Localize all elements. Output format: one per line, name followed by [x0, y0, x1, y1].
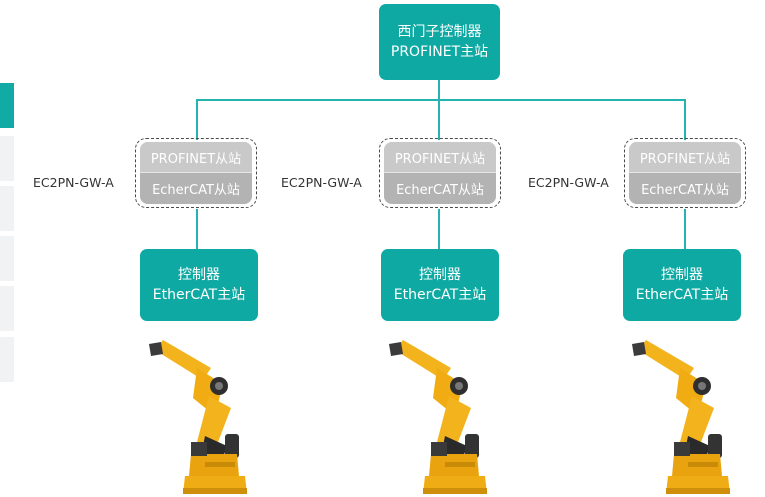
controller-title: 控制器	[419, 267, 461, 283]
master-title: 西门子控制器	[397, 24, 482, 40]
bus-line	[196, 99, 686, 101]
side-tab-active[interactable]	[0, 83, 14, 128]
profinet-master-node: 西门子控制器 PROFINET主站	[379, 4, 500, 80]
controller-subtitle: EtherCAT主站	[393, 287, 487, 303]
gateway-ethercat-slave: EcherCAT从站	[384, 172, 496, 204]
controller-title: 控制器	[661, 267, 703, 283]
gateway-model-label: EC2PN-GW-A	[33, 175, 114, 190]
side-tab[interactable]	[0, 286, 14, 331]
controller-node: 控制器 EtherCAT主站	[623, 249, 741, 321]
side-tab[interactable]	[0, 136, 14, 181]
master-subtitle: PROFINET主站	[390, 44, 489, 60]
gateway-node: PROFINET从站 EcherCAT从站	[624, 138, 746, 208]
drop-line-2	[438, 99, 440, 140]
gateway-node: PROFINET从站 EcherCAT从站	[379, 138, 501, 208]
robot-arm-icon	[149, 340, 247, 494]
gateway-ethercat-slave: EcherCAT从站	[629, 172, 741, 204]
gateway-profinet-slave: PROFINET从站	[384, 142, 496, 173]
gateway-model-label: EC2PN-GW-A	[528, 175, 609, 190]
gateway-node: PROFINET从站 EcherCAT从站	[135, 138, 257, 208]
robot-arm-icon	[632, 340, 730, 494]
drop-line-1	[196, 99, 198, 140]
gateway-profinet-slave: PROFINET从站	[140, 142, 252, 173]
link-line-1	[196, 209, 198, 250]
controller-title: 控制器	[178, 267, 220, 283]
side-tab[interactable]	[0, 186, 14, 231]
controller-subtitle: EtherCAT主站	[635, 287, 729, 303]
controller-node: 控制器 EtherCAT主站	[140, 249, 258, 321]
robot-arm-icon	[389, 340, 487, 494]
link-line-2	[438, 209, 440, 250]
controller-subtitle: EtherCAT主站	[152, 287, 246, 303]
gateway-profinet-slave: PROFINET从站	[629, 142, 741, 173]
side-tab[interactable]	[0, 337, 14, 382]
drop-line-3	[684, 99, 686, 140]
link-line-3	[684, 209, 686, 250]
gateway-ethercat-slave: EcherCAT从站	[140, 172, 252, 204]
controller-node: 控制器 EtherCAT主站	[381, 249, 499, 321]
gateway-model-label: EC2PN-GW-A	[281, 175, 362, 190]
side-tab[interactable]	[0, 236, 14, 281]
master-trunk-line	[438, 79, 440, 100]
